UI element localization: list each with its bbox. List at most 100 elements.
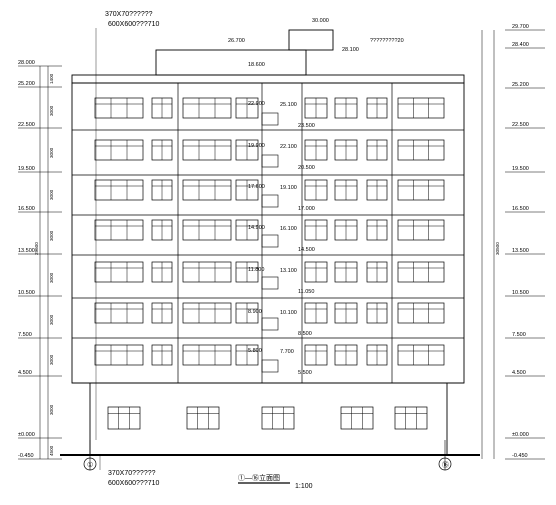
drawing-scale: 1:100 <box>295 483 313 490</box>
window <box>107 406 141 430</box>
floor-height-left: 4500 <box>49 445 54 456</box>
level-right: 7.500 <box>512 332 526 338</box>
level-right: 10.500 <box>512 290 529 296</box>
stair-label: 17.000 <box>298 206 315 212</box>
stair-label: 22.900 <box>248 101 265 107</box>
stair-window <box>261 194 279 208</box>
window <box>182 97 232 119</box>
stair-label: 19.900 <box>248 143 265 149</box>
stair-label: 14.900 <box>248 225 265 231</box>
floor-height-left: 3000 <box>49 189 54 200</box>
floor-height-left: 3000 <box>49 147 54 158</box>
window <box>182 179 232 201</box>
floor-height-left: 3000 <box>49 354 54 365</box>
window <box>397 344 445 366</box>
stair-label: 5.500 <box>298 370 312 376</box>
window <box>182 344 232 366</box>
axis-bubble-right <box>438 457 452 471</box>
stair-window <box>261 154 279 168</box>
top-note-1: 370X70?????? <box>105 11 153 18</box>
level-left: 22.500 <box>18 122 35 128</box>
axis-label-right: ⑯ <box>442 461 449 469</box>
level-left: 7.500 <box>18 332 32 338</box>
window <box>261 406 295 430</box>
level-left: 16.500 <box>18 206 35 212</box>
axis-bubble-left <box>83 457 97 471</box>
window <box>394 406 428 430</box>
floor-height-left: 1400 <box>49 73 54 84</box>
stair-label: 19.100 <box>280 185 297 191</box>
roof-penthouse <box>155 49 307 76</box>
stair-label: 8.900 <box>248 309 262 315</box>
floor-height-left: 3000 <box>49 314 54 325</box>
window <box>94 179 144 201</box>
level-right: 16.500 <box>512 206 529 212</box>
window <box>182 261 232 283</box>
stair-label: 10.100 <box>280 310 297 316</box>
stair-label: 13.100 <box>280 268 297 274</box>
window <box>94 97 144 119</box>
roof-center-elevation: 18.600 <box>248 62 265 68</box>
level-left: 19.500 <box>18 166 35 172</box>
bottom-note-2: 600X600???710 <box>108 480 159 487</box>
top-note-2: 600X600???710 <box>108 21 159 28</box>
stair-window <box>261 276 279 290</box>
window <box>397 139 445 161</box>
stair-label: 14.500 <box>298 247 315 253</box>
window <box>94 261 144 283</box>
window <box>397 261 445 283</box>
level-right: 4.500 <box>512 370 526 376</box>
window <box>94 219 144 241</box>
window <box>182 139 232 161</box>
stair-label: 22.100 <box>280 144 297 150</box>
level-left: 4.500 <box>18 370 32 376</box>
stair-window <box>261 359 279 373</box>
level-left: 25.200 <box>18 81 35 87</box>
window <box>397 219 445 241</box>
ground-floor-body <box>89 382 448 456</box>
window <box>397 302 445 324</box>
axis-label-left: ① <box>87 461 93 469</box>
window <box>94 139 144 161</box>
stair-label: 11.050 <box>298 289 314 295</box>
level-left: ±0.000 <box>18 432 35 438</box>
window <box>186 406 220 430</box>
stair-label: 11.800 <box>248 267 264 273</box>
level-right: -0.450 <box>512 453 528 459</box>
floor-height-left: 3000 <box>49 230 54 241</box>
stair-label: 8.500 <box>298 331 312 337</box>
stair-label: 25.100 <box>280 102 297 108</box>
level-right: ±0.000 <box>512 432 529 438</box>
roof-stair-box <box>288 29 334 51</box>
bottom-note-1: 370X70?????? <box>108 470 156 477</box>
stair-window <box>261 112 279 126</box>
level-right: 29.700 <box>512 24 529 30</box>
roof-right-note: ?????????20 <box>370 38 404 44</box>
stair-window <box>261 234 279 248</box>
window <box>340 406 374 430</box>
stair-label: 7.700 <box>280 349 294 355</box>
window <box>182 302 232 324</box>
level-right: 22.500 <box>512 122 529 128</box>
floor-height-left: 3000 <box>49 105 54 116</box>
window <box>397 179 445 201</box>
stair-label: 23.500 <box>298 123 315 129</box>
drawing-title: ①—⑯立面图 <box>238 473 280 482</box>
level-right: 25.200 <box>512 82 529 88</box>
stair-window <box>261 317 279 331</box>
level-left: 10.500 <box>18 290 35 296</box>
level-left: -0.450 <box>18 453 34 459</box>
stair-label: 20.500 <box>298 165 315 171</box>
stair-label: 16.100 <box>280 226 297 232</box>
left-total-height: 29600 <box>34 242 39 255</box>
parapet-elevation: 26.700 <box>228 38 245 44</box>
window <box>397 97 445 119</box>
right-total-height: 30500 <box>495 242 500 255</box>
right-box-elevation: 28.100 <box>342 47 359 53</box>
stair-label: 17.600 <box>248 184 265 190</box>
stair-label: 5.800 <box>248 348 262 354</box>
window <box>94 302 144 324</box>
window <box>94 344 144 366</box>
roof-top-elevation: 30.000 <box>312 18 329 24</box>
